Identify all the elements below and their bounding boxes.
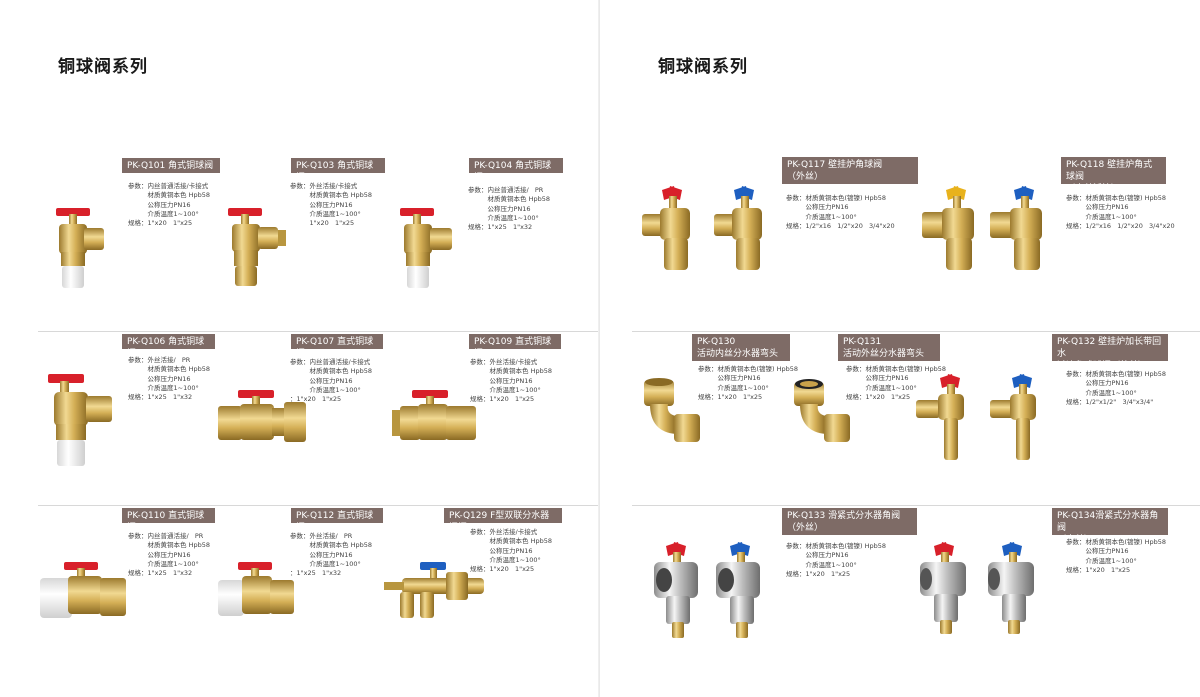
product-specs: 参数：材质黄铜本色(镀镍) Hpb58 公称压力PN16 介质温度1~100°规… bbox=[786, 194, 895, 230]
boiler-angle-valves-image bbox=[638, 184, 778, 280]
page-title: 铜球阀系列 bbox=[58, 57, 148, 77]
product-label: PK-Q104 角式铜球阀 bbox=[469, 158, 563, 183]
product-specs: 参数：材质黄铜本色(镀镍) Hpb58 公称压力PN16 介质温度1~100°规… bbox=[786, 542, 887, 578]
row-divider bbox=[632, 505, 1200, 506]
red-tee-handle-icon bbox=[48, 374, 84, 383]
straight-valve-image bbox=[216, 558, 306, 622]
blue-tee-handle-icon bbox=[420, 562, 446, 570]
product-specs: 参数：内丝普通活接/ PR 材质黄铜本色 Hpb58 公称压力PN16 介质温度… bbox=[128, 532, 210, 578]
red-tee-handle-icon bbox=[64, 562, 98, 570]
male-elbow-image bbox=[788, 376, 858, 454]
product-specs: 参数：材质黄铜本色(镀镍) Hpb58 公称压力PN16 介质温度1~100°规… bbox=[698, 365, 799, 401]
angle-valve-image bbox=[222, 200, 294, 292]
angle-valve-image bbox=[44, 366, 126, 474]
product-specs: 参数：材质黄铜本色(镀镍) Hpb58 公称压力PN16 介质温度1~100°规… bbox=[846, 365, 947, 401]
red-tee-handle-icon bbox=[238, 390, 274, 398]
product-specs: 参数：外丝活接/ PR 材质黄铜本色 Hpb58 公称压力PN16 介质温度1~… bbox=[128, 356, 210, 402]
product-label: PK-Q106 角式铜球阀 bbox=[122, 334, 215, 359]
product-label: PK-Q133 滑紧式分水器角阀 （外丝） bbox=[782, 508, 917, 535]
product-label: PK-Q132 壁挂炉加长带回水 过滤角式球阀（外丝） bbox=[1052, 334, 1168, 371]
product-label: PK-Q117 壁挂炉角球阀 （外丝） bbox=[782, 157, 918, 184]
red-tee-handle-icon bbox=[412, 390, 448, 398]
straight-valve-image bbox=[214, 386, 309, 446]
boiler-angle-valves-image bbox=[916, 184, 1062, 280]
page-title: 铜球阀系列 bbox=[658, 57, 748, 77]
product-label: PK-Q112 直式铜球阀 bbox=[291, 508, 383, 533]
red-tee-handle-icon bbox=[228, 208, 262, 216]
row-divider bbox=[38, 331, 598, 332]
row-divider bbox=[632, 331, 1200, 332]
product-label: PK-Q101 角式铜球阀 bbox=[122, 158, 220, 173]
product-specs: 参数：外丝活接/卡接式 材质黄铜本色 Hpb58 公称压力PN16 介质温度1~… bbox=[290, 182, 372, 228]
product-label: PK-Q109 直式铜球阀 bbox=[469, 334, 561, 359]
long-angle-valves-image bbox=[910, 372, 1060, 464]
product-specs: 参数：内丝普通活接/ PR 材质黄铜本色 Hpb58 公称压力PN16 介质温度… bbox=[468, 186, 550, 232]
product-label: PK-Q110 直式铜球阀 bbox=[122, 508, 215, 533]
product-specs: 参数：内丝普通活接/卡接式 材质黄铜本色 Hpb58 公称压力PN16 介质温度… bbox=[290, 358, 372, 404]
product-specs: 参数：外丝活接/ PR 材质黄铜本色 Hpb58 公称压力PN16 介质温度1~… bbox=[290, 532, 372, 578]
product-label: PK-Q130 活动内丝分水器弯头 bbox=[692, 334, 790, 361]
manifold-valve-image bbox=[380, 560, 492, 622]
chrome-angle-valves-image bbox=[646, 540, 776, 644]
red-tee-handle-icon bbox=[400, 208, 434, 216]
chrome-angle-valves-image bbox=[912, 540, 1052, 640]
product-specs: 参数：材质黄铜本色(镀镍) Hpb58 公称压力PN16 介质温度1~100°规… bbox=[1066, 194, 1175, 230]
product-specs: 参数：外丝活接/卡接式 材质黄铜本色 Hpb58 公称压力PN16 介质温度1~… bbox=[470, 358, 552, 404]
product-specs: 参数：内丝普通活接/卡接式 材质黄铜本色 Hpb58 公称压力PN16 介质温度… bbox=[128, 182, 210, 228]
red-tee-handle-icon bbox=[56, 208, 90, 216]
angle-valve-image bbox=[44, 200, 112, 295]
straight-valve-image bbox=[386, 386, 481, 444]
row-divider bbox=[38, 505, 598, 506]
product-label: PK-Q103 角式铜球阀 bbox=[291, 158, 385, 183]
product-label: PK-Q134滑紧式分水器角阀 （内丝） bbox=[1052, 508, 1168, 545]
product-specs: 参数：材质黄铜本色(镀镍) Hpb58 公称压力PN16 介质温度1~100°规… bbox=[1066, 538, 1167, 574]
product-label: PK-Q129 F型双联分水器阀门 bbox=[444, 508, 562, 533]
product-specs: 参数：外丝活接/卡接式 材质黄铜本色 Hpb58 公称压力PN16 介质温度1~… bbox=[470, 528, 552, 574]
product-label: PK-Q118 壁挂炉角式球阀 （内丝活接） bbox=[1061, 157, 1166, 194]
product-label: PK-Q131 活动外丝分水器弯头 bbox=[838, 334, 940, 361]
straight-valve-image bbox=[38, 556, 133, 624]
red-tee-handle-icon bbox=[238, 562, 272, 570]
product-specs: 参数：材质黄铜本色(镀镍) Hpb58 公称压力PN16 介质温度1~100°规… bbox=[1066, 370, 1167, 406]
female-elbow-image bbox=[640, 376, 706, 454]
angle-valve-image bbox=[396, 200, 464, 295]
product-label: PK-Q107 直式铜球阀 bbox=[291, 334, 383, 359]
